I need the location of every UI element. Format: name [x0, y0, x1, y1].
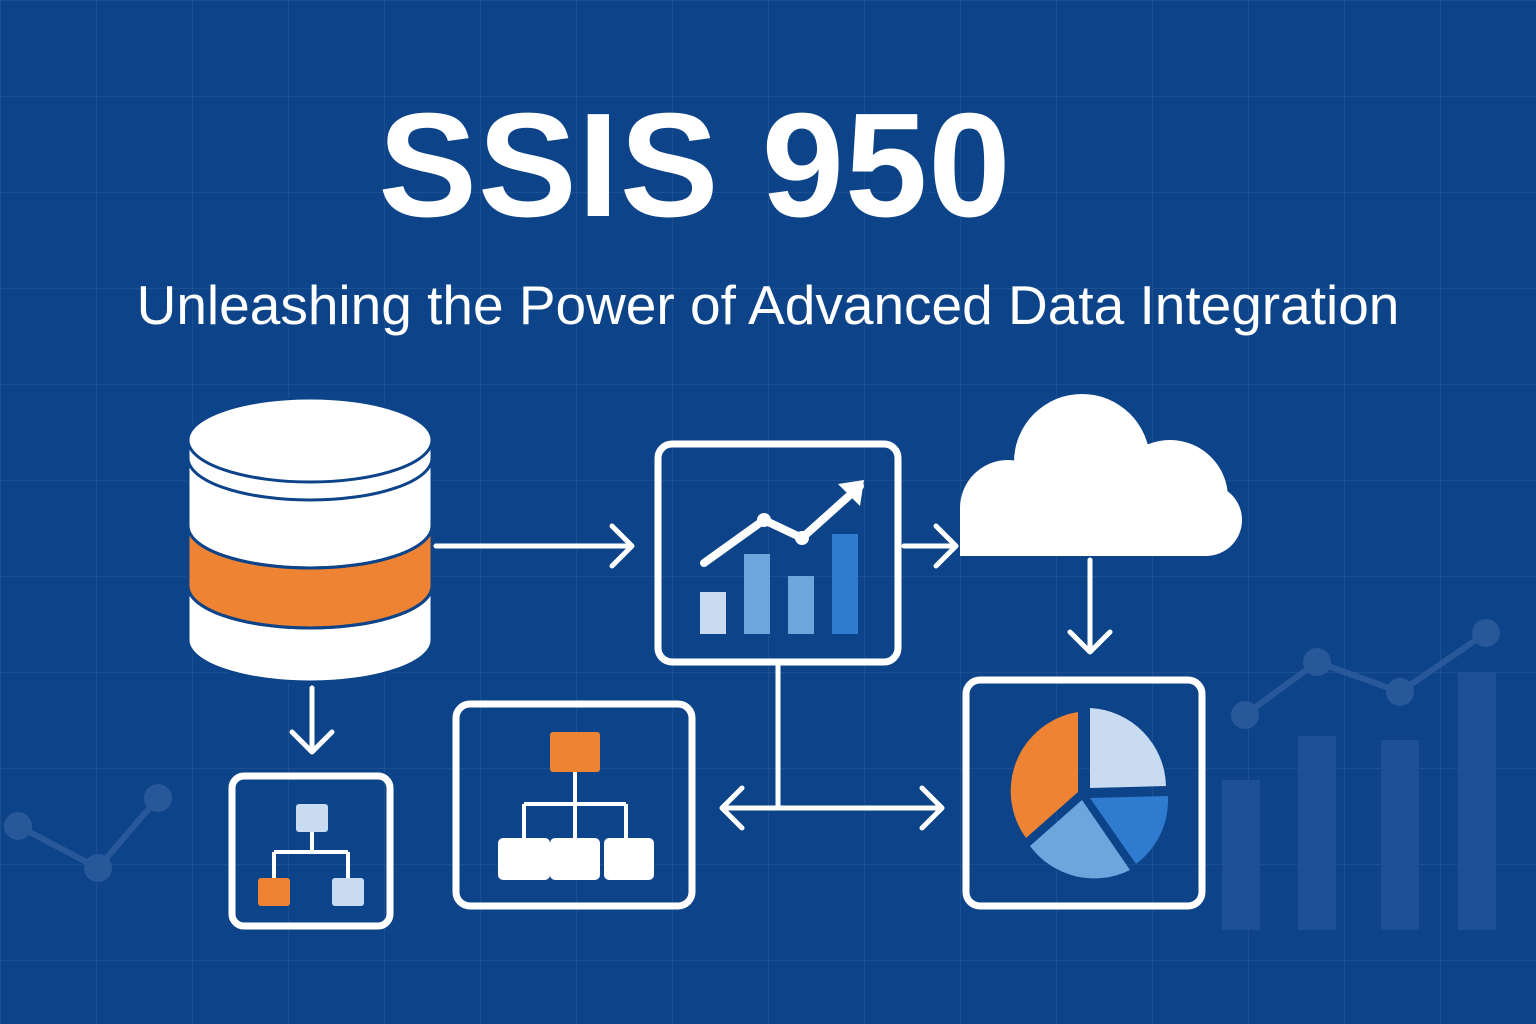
arrow-db-to-small-hierarchy [289, 685, 335, 755]
page-subtitle: Unleashing the Power of Advanced Data In… [136, 274, 1400, 336]
pie-chart-icon [962, 676, 1206, 910]
background-line-chart-right [1222, 619, 1500, 930]
arrow-cloud-to-pie [1067, 557, 1113, 655]
bar-chart-trend-icon [654, 440, 902, 666]
arrow-bidirectional [719, 785, 945, 831]
hierarchy-icon [452, 700, 696, 910]
hierarchy-small-icon [228, 772, 394, 930]
background-line-chart-left [4, 784, 172, 882]
arrow-db-to-chart [433, 523, 635, 569]
database-icon [186, 396, 434, 684]
arrow-chart-to-cloud [901, 523, 959, 569]
page-title: SSIS 950 [378, 83, 1012, 248]
cloud-icon [960, 394, 1242, 556]
connector-arrows [289, 523, 1113, 831]
